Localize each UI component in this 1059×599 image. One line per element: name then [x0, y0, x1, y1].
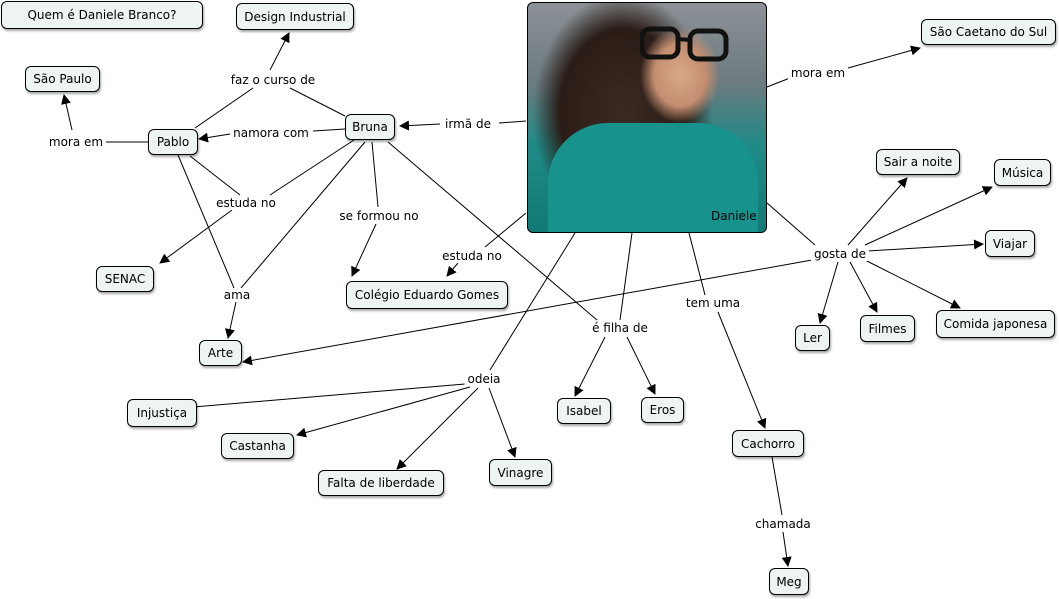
- label-estuda-no-bruna: estuda no: [213, 196, 279, 210]
- node-isabel[interactable]: Isabel: [557, 398, 611, 424]
- node-arte[interactable]: Arte: [199, 340, 242, 366]
- node-design-industrial[interactable]: Design Industrial: [236, 3, 354, 30]
- label-e-filha-de: é filha de: [589, 321, 651, 335]
- node-vinagre[interactable]: Vinagre: [489, 459, 552, 486]
- node-sao-paulo[interactable]: São Paulo: [25, 66, 100, 92]
- label-faz-o-curso-de: faz o curso de: [227, 73, 319, 87]
- photo-shirt-shape: [548, 123, 758, 232]
- label-estuda-no-daniele: estuda no: [439, 249, 505, 263]
- label-mora-em-daniele: mora em: [787, 66, 849, 80]
- node-meg[interactable]: Meg: [769, 568, 809, 595]
- node-falta-de-liberdade[interactable]: Falta de liberdade: [318, 470, 444, 496]
- label-mora-em-pablo: mora em: [45, 135, 107, 149]
- question-node[interactable]: Quem é Daniele Branco?: [1, 1, 203, 29]
- node-pablo[interactable]: Pablo: [148, 129, 198, 155]
- node-comida-japonesa[interactable]: Comida japonesa: [936, 310, 1055, 338]
- node-bruna[interactable]: Bruna: [345, 114, 395, 140]
- node-musica[interactable]: Música: [994, 159, 1051, 186]
- label-tem-uma: tem uma: [682, 296, 744, 310]
- label-se-formou-no: se formou no: [336, 209, 422, 223]
- node-ler[interactable]: Ler: [795, 325, 830, 351]
- node-injustica[interactable]: Injustiça: [127, 399, 197, 427]
- node-viajar[interactable]: Viajar: [985, 230, 1035, 257]
- label-irma-de: irmã de: [442, 117, 494, 131]
- label-namora-com: namora com: [230, 126, 312, 140]
- node-filmes[interactable]: Filmes: [860, 315, 915, 342]
- node-cachorro[interactable]: Cachorro: [732, 430, 804, 457]
- node-eros[interactable]: Eros: [641, 397, 684, 423]
- node-sair-a-noite[interactable]: Sair a noite: [876, 149, 960, 175]
- label-chamada: chamada: [752, 517, 814, 531]
- photo-caption: Daniele: [711, 209, 757, 223]
- node-castanha[interactable]: Castanha: [221, 433, 294, 459]
- label-odeia: odeia: [464, 372, 504, 386]
- label-gosta-de: gosta de: [810, 247, 870, 261]
- node-sao-caetano[interactable]: São Caetano do Sul: [921, 19, 1056, 45]
- label-ama: ama: [220, 288, 254, 302]
- node-colegio-eduardo-gomes[interactable]: Colégio Eduardo Gomes: [346, 281, 508, 309]
- glasses-shape: [640, 26, 729, 62]
- node-senac[interactable]: SENAC: [96, 266, 154, 292]
- daniele-photo: Daniele: [527, 2, 767, 233]
